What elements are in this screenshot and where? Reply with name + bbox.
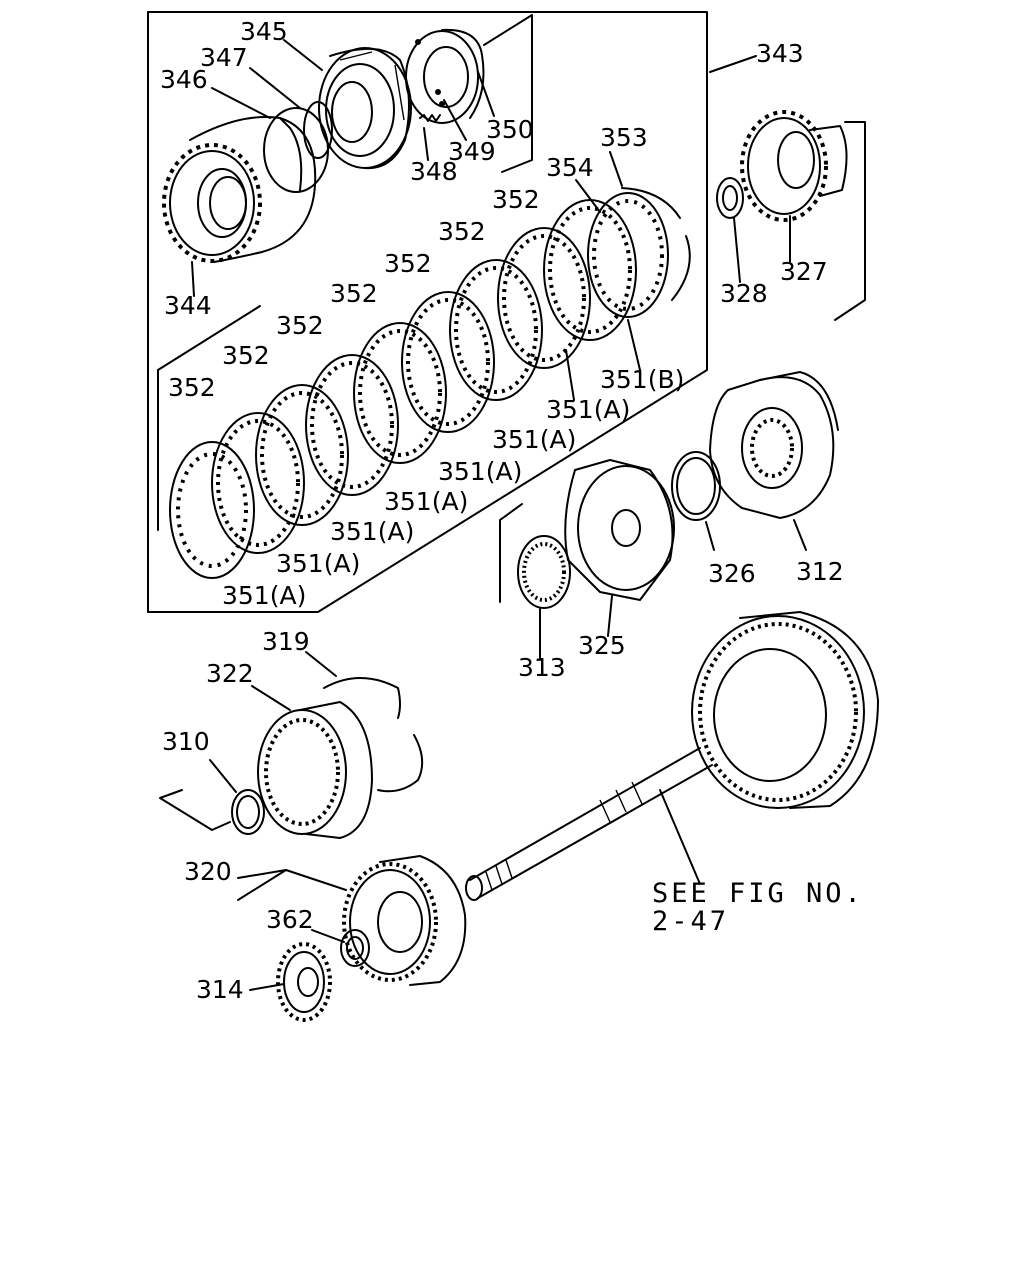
- label-319: 319: [262, 627, 310, 656]
- label-314: 314: [196, 975, 244, 1004]
- see-fig-line-1: SEE FIG NO.: [652, 878, 864, 909]
- part-322-ring-gear: [257, 701, 373, 839]
- leader-lines: [191, 39, 807, 991]
- label-343: 343: [756, 39, 804, 68]
- label-352-c: 352: [222, 341, 270, 370]
- label-352-e: 352: [330, 279, 378, 308]
- label-352-d: 352: [276, 311, 324, 340]
- assembly-inner-divider: [157, 305, 261, 531]
- bracket-313: [499, 503, 523, 603]
- part-349-plate: [405, 30, 479, 124]
- part-362-washer-inner: [346, 936, 364, 960]
- part-350-snap-ring: [441, 28, 485, 119]
- part-314-sun-gear: [276, 942, 332, 1022]
- part-310-washer-inner: [236, 795, 260, 829]
- part-326-washer-inner: [676, 457, 716, 515]
- clutch-plate-stack: [169, 192, 669, 579]
- label-347: 347: [200, 43, 248, 72]
- part-313-bearing: [517, 535, 571, 609]
- label-327: 327: [780, 257, 828, 286]
- part-325-plate: [564, 459, 675, 601]
- label-351a-1: 351(A): [546, 395, 630, 424]
- label-349: 349: [448, 137, 496, 166]
- part-313-bearing-inner: [522, 542, 566, 602]
- label-345: 345: [240, 17, 288, 46]
- part-362-washer: [340, 929, 370, 967]
- label-351a-3: 351(A): [438, 457, 522, 486]
- part-327-gear: [740, 110, 848, 222]
- part-347-ring: [303, 101, 333, 159]
- part-345-housing: [318, 47, 412, 170]
- label-352-h: 352: [492, 185, 540, 214]
- label-362: 362: [266, 905, 314, 934]
- label-351a-4: 351(A): [384, 487, 468, 516]
- label-354: 354: [546, 153, 594, 182]
- part-328-washer-hole: [722, 185, 738, 211]
- part-328-washer: [716, 177, 744, 219]
- bracket-327: [834, 121, 866, 321]
- part-312-carrier: [709, 371, 839, 519]
- label-350: 350: [486, 115, 534, 144]
- label-352-b: 352: [168, 373, 216, 402]
- see-fig-line-2: 2-47: [652, 906, 729, 937]
- label-310: 310: [162, 727, 210, 756]
- label-320: 320: [184, 857, 232, 886]
- bracket-310: [159, 789, 231, 831]
- part-344-drum: [162, 115, 317, 263]
- part-326-washer: [671, 451, 721, 521]
- label-348: 348: [410, 157, 458, 186]
- label-313: 313: [518, 653, 566, 682]
- label-328: 328: [720, 279, 768, 308]
- bracket-350: [483, 14, 533, 173]
- label-352-g: 352: [438, 217, 486, 246]
- label-351b: 351(B): [600, 365, 684, 394]
- output-shaft-assembly: [465, 611, 879, 901]
- label-346: 346: [160, 65, 208, 94]
- part-319-snap-ring: [323, 677, 424, 793]
- label-351a-6: 351(A): [276, 549, 360, 578]
- part-310-washer: [231, 789, 265, 835]
- label-344: 344: [164, 291, 212, 320]
- part-346-ring: [263, 107, 329, 193]
- label-326: 326: [708, 559, 756, 588]
- part-353-snap-ring: [621, 187, 691, 301]
- assembly-outline: [147, 11, 708, 613]
- label-312: 312: [796, 557, 844, 586]
- label-322: 322: [206, 659, 254, 688]
- label-351a-7: 351(A): [222, 581, 306, 610]
- label-351a-5: 351(A): [330, 517, 414, 546]
- label-325: 325: [578, 631, 626, 660]
- label-353: 353: [600, 123, 648, 152]
- label-351a-2: 351(A): [492, 425, 576, 454]
- label-352-f: 352: [384, 249, 432, 278]
- part-320-planet-carrier: [342, 855, 467, 986]
